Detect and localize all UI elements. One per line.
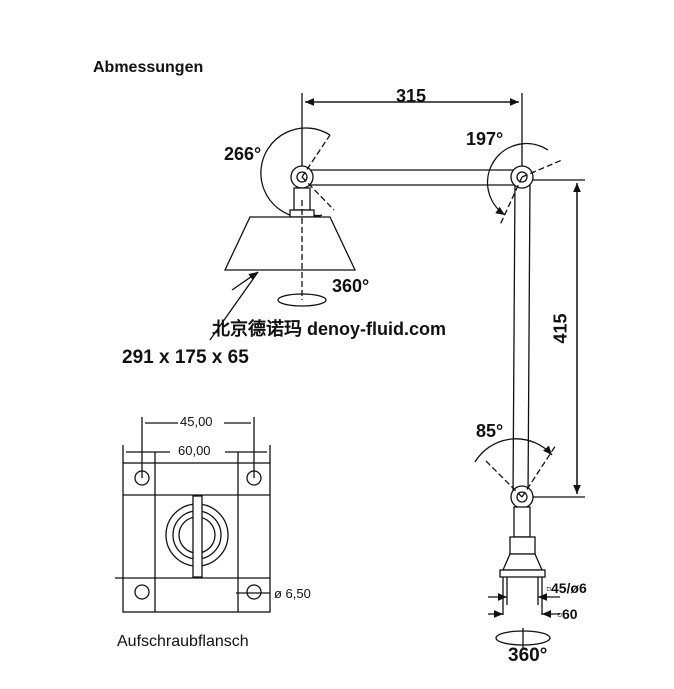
- hood-size-label: 291 x 175 x 65: [122, 347, 249, 368]
- base-mount: [488, 506, 560, 648]
- angle-top-right-label: 197°: [466, 129, 504, 149]
- mounting-flange: [115, 417, 271, 613]
- arm-height-label: 415: [550, 313, 571, 344]
- vertical-arm: [512, 179, 531, 498]
- hole-spacing-label: 45,00: [180, 414, 213, 429]
- arm-height-dimension: [533, 179, 585, 498]
- horizontal-arm: [302, 169, 522, 186]
- flange-width-label: 60,00: [178, 443, 211, 458]
- watermark: 北京德诺玛 denoy-fluid.com: [212, 319, 446, 339]
- base-outer-label: ▫60: [557, 606, 578, 622]
- section-title: Abmessungen: [93, 59, 204, 76]
- hood-rotation-label: 360°: [332, 276, 370, 296]
- hole-diameter-label: ø 6,50: [274, 586, 311, 601]
- extraction-hood: [209, 187, 357, 341]
- angle-top-left-label: 266°: [224, 144, 262, 164]
- flange-caption: Aufschraubflansch: [117, 633, 249, 650]
- base-inner-label: ▫45/ø6: [546, 580, 587, 596]
- arm-length-dimension: [301, 93, 523, 170]
- base-rotation-label: 360°: [508, 645, 548, 666]
- angle-lower-label: 85°: [476, 421, 504, 441]
- arm-length-label: 315: [396, 86, 427, 106]
